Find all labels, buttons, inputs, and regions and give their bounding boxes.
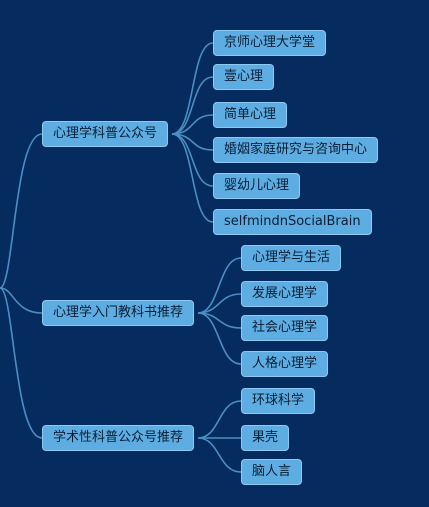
leaf-node[interactable]: 简单心理 — [213, 102, 288, 128]
link-b1-c3 — [197, 312, 242, 365]
link-b0-c5 — [171, 133, 214, 223]
branch-node-academic-accounts[interactable]: 学术性科普公众号推荐 — [42, 425, 195, 451]
link-b0-c4 — [171, 133, 214, 187]
leaf-node[interactable]: 环球科学 — [241, 388, 316, 414]
leaf-node[interactable]: 婴幼儿心理 — [213, 173, 301, 199]
leaf-node[interactable]: 婚姻家庭研究与咨询中心 — [213, 137, 379, 163]
link-b1-c0 — [197, 257, 242, 314]
link-root-branch-1 — [0, 287, 43, 314]
leaf-node[interactable]: 发展心理学 — [241, 281, 329, 307]
link-root-branch-0 — [0, 133, 43, 289]
leaf-node[interactable]: 果壳 — [241, 425, 290, 451]
link-b0-c0 — [171, 42, 214, 135]
branch-node-textbooks[interactable]: 心理学入门教科书推荐 — [42, 300, 195, 326]
leaf-node[interactable]: 心理学与生活 — [241, 245, 342, 271]
leaf-node[interactable]: 壹心理 — [213, 64, 275, 90]
leaf-node[interactable]: 京师心理大学堂 — [213, 30, 327, 56]
link-root-branch-2 — [0, 287, 43, 439]
link-b2-c0 — [197, 400, 242, 439]
leaf-node[interactable]: selfmindnSocialBrain — [213, 209, 372, 235]
leaf-node[interactable]: 人格心理学 — [241, 351, 329, 377]
branch-node-science-accounts[interactable]: 心理学科普公众号 — [42, 121, 169, 147]
leaf-node[interactable]: 社会心理学 — [241, 315, 329, 341]
link-b0-c2 — [171, 114, 214, 135]
link-b1-c1 — [197, 293, 242, 314]
link-b0-c1 — [171, 76, 214, 135]
link-b2-c2 — [197, 437, 242, 473]
leaf-node[interactable]: 脑人言 — [241, 459, 303, 485]
